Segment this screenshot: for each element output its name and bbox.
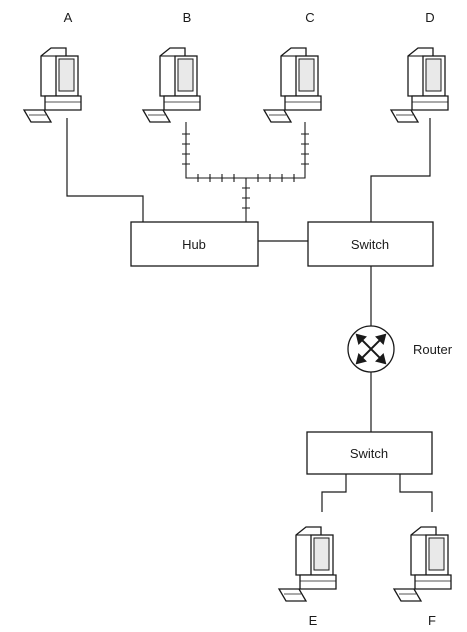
computer-a: A [24, 10, 81, 122]
hub-label: Hub [182, 237, 206, 252]
hub: Hub [131, 222, 258, 266]
link-switch-e [322, 474, 346, 512]
link-d-switch [371, 118, 430, 222]
router: Router [348, 326, 453, 372]
computer-f-label: F [428, 613, 436, 628]
switch-bottom: Switch [307, 432, 432, 474]
computer-e-label: E [309, 613, 318, 628]
switch-bottom-label: Switch [350, 446, 388, 461]
computer-c: C [264, 10, 321, 122]
computer-b: B [143, 10, 200, 122]
computer-a-label: A [64, 10, 73, 25]
router-label: Router [413, 342, 453, 357]
switch-top-label: Switch [351, 237, 389, 252]
computer-e: E [279, 527, 336, 628]
computer-f: F [394, 527, 451, 628]
computer-b-label: B [183, 10, 192, 25]
link-a-hub [67, 118, 143, 222]
computer-d: D [391, 10, 448, 122]
computer-d-label: D [425, 10, 434, 25]
switch-top: Switch [308, 222, 433, 266]
coax-bus [182, 122, 309, 222]
computer-c-label: C [305, 10, 314, 25]
link-switch-f [400, 474, 432, 512]
